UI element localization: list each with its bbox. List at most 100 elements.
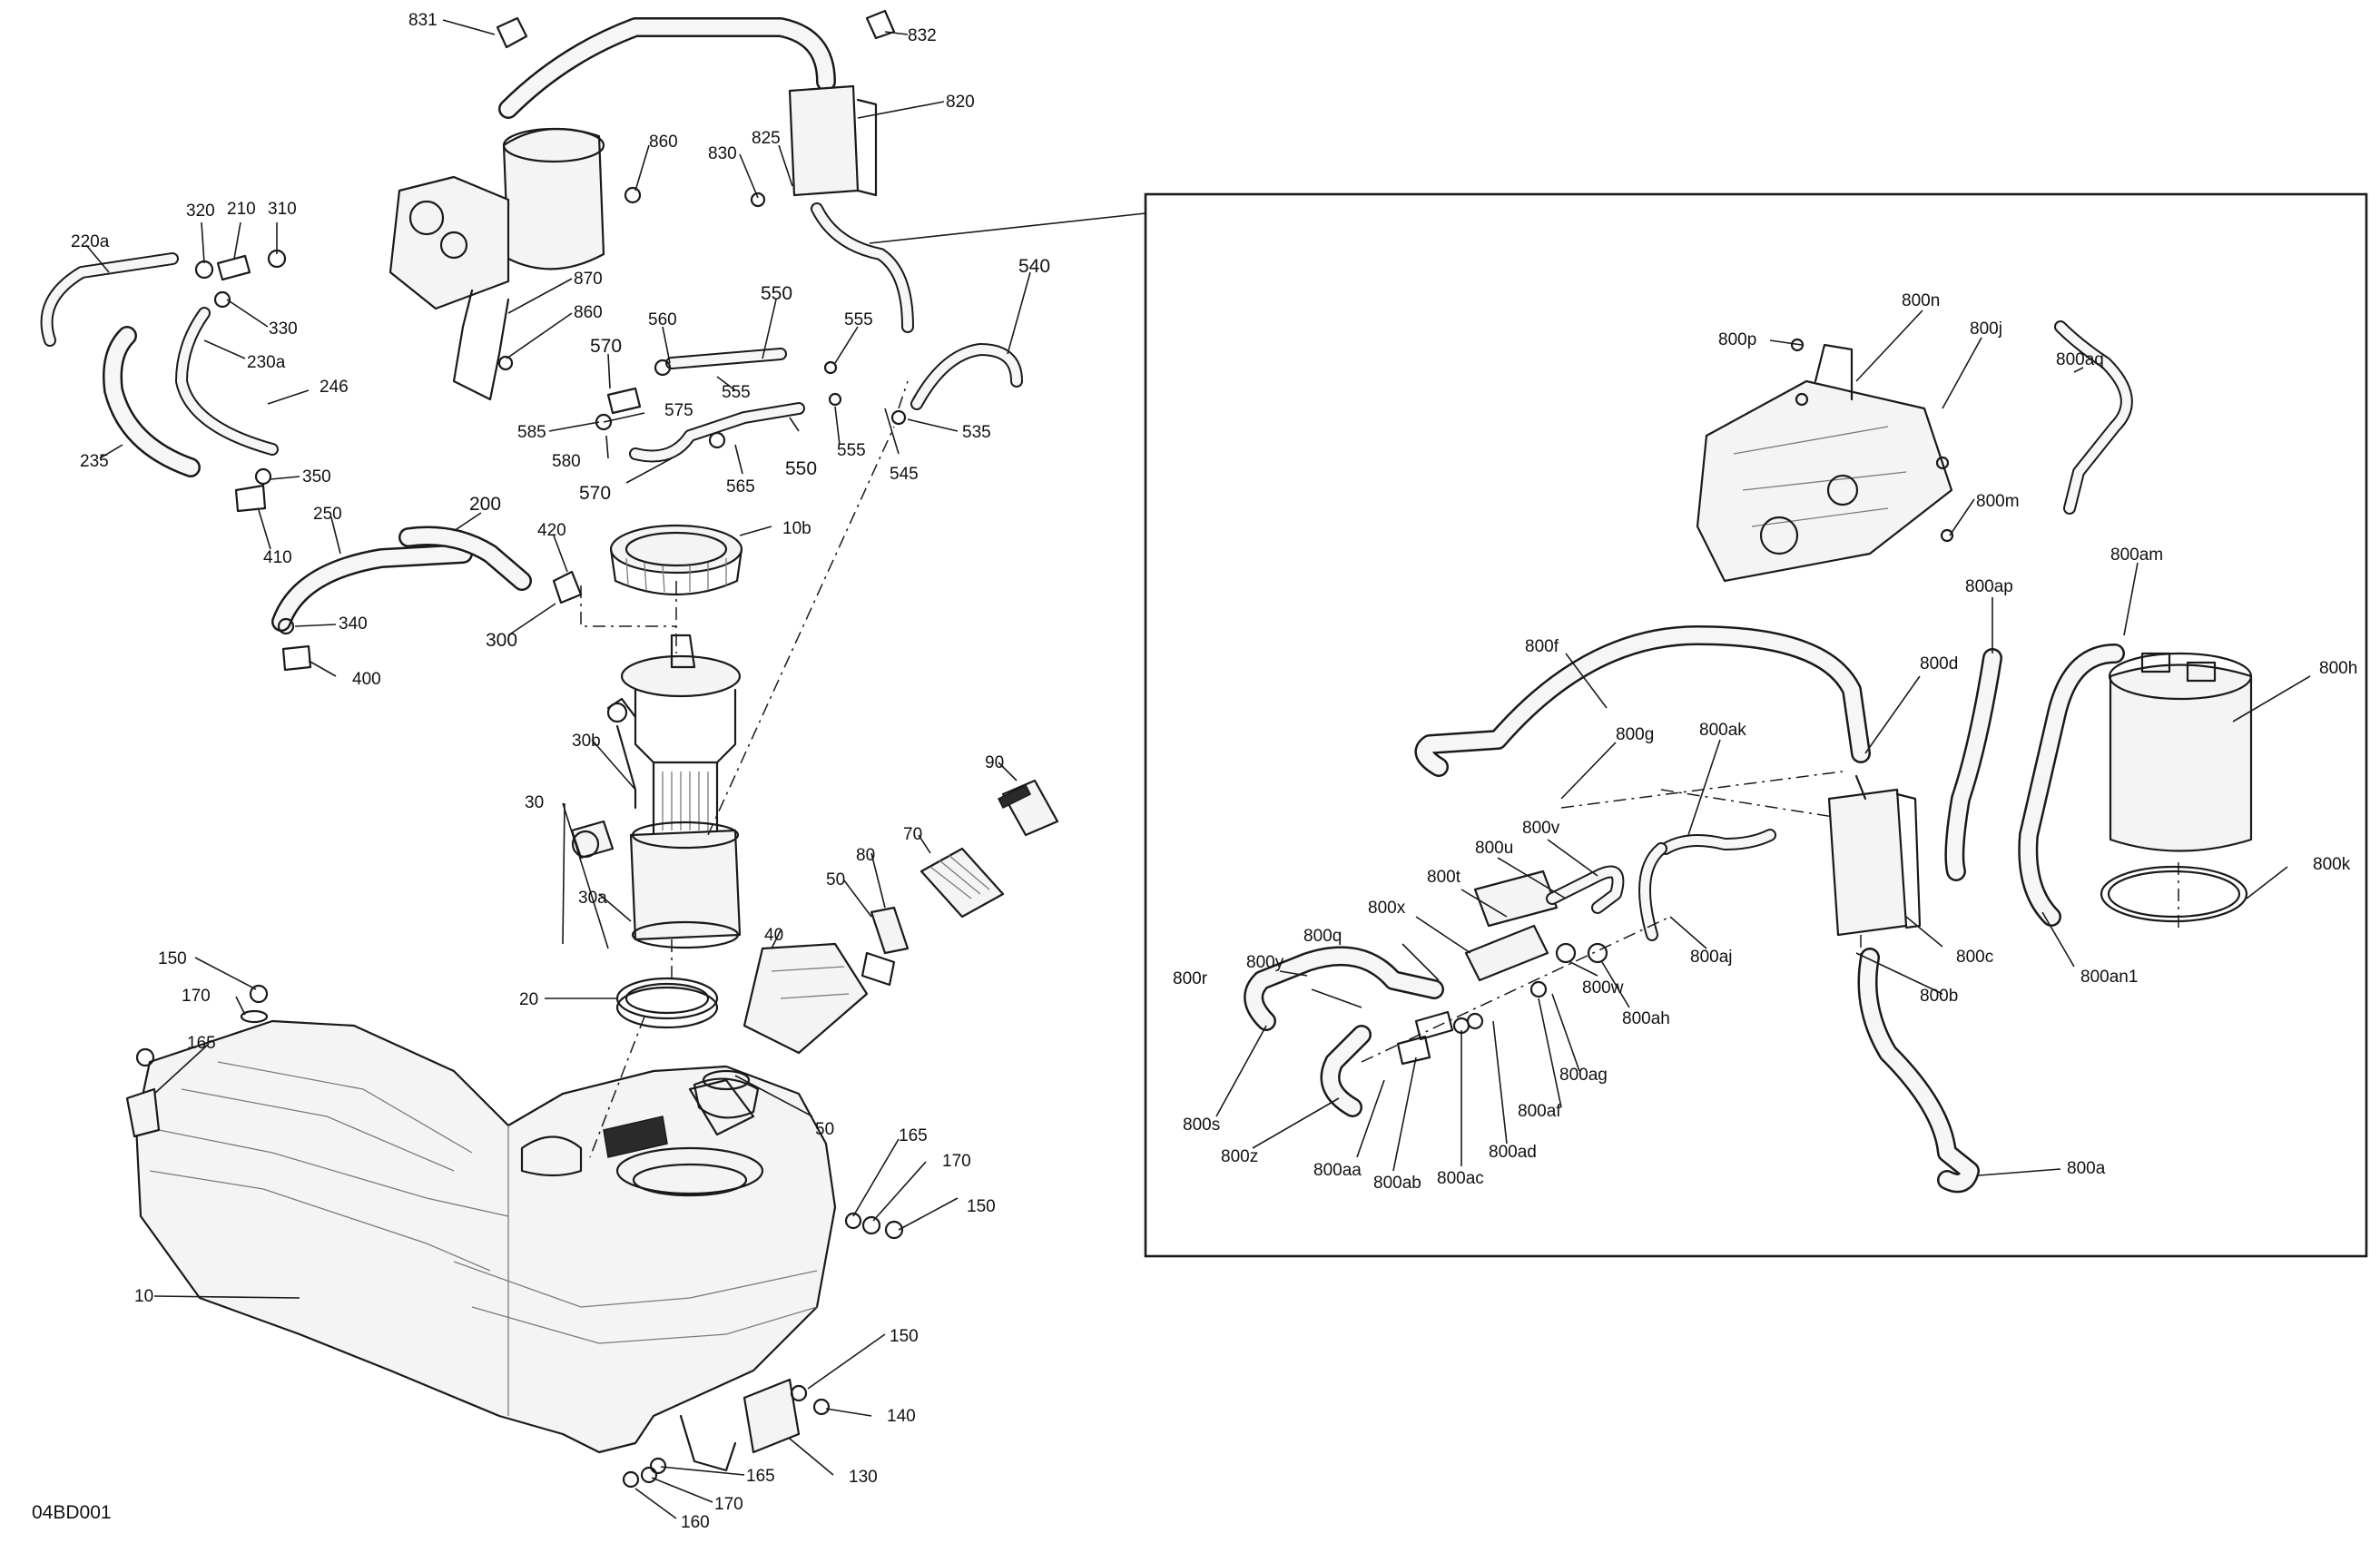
callout-800j: 800j (1970, 319, 2002, 339)
callout-246: 246 (320, 378, 349, 397)
callout-545: 545 (890, 465, 919, 484)
callout-40: 40 (764, 926, 783, 945)
callout-800ab: 800ab (1373, 1174, 1421, 1193)
callout-230a: 230a (247, 353, 286, 372)
callout-580: 580 (552, 452, 581, 471)
callout-550-bottom: 550 (785, 458, 817, 479)
callout-800p: 800p (1718, 330, 1756, 349)
callout-10b: 10b (782, 519, 811, 538)
callout-800c: 800c (1956, 948, 1993, 967)
callout-800z: 800z (1221, 1147, 1258, 1166)
callout-30a: 30a (578, 889, 607, 908)
callout-550-top: 550 (761, 283, 792, 304)
callout-130: 130 (849, 1468, 878, 1487)
callout-220a: 220a (71, 232, 110, 251)
callout-570-bottom: 570 (579, 483, 611, 504)
callout-30b: 30b (572, 732, 601, 751)
document-code: 04BD001 (32, 1502, 112, 1523)
callout-20: 20 (519, 990, 538, 1009)
callout-350: 350 (302, 467, 331, 486)
callout-830: 830 (708, 144, 737, 163)
callout-800h: 800h (2319, 659, 2357, 678)
callout-170-b: 170 (942, 1152, 971, 1171)
callout-800x: 800x (1368, 899, 1406, 918)
leader-lines (85, 19, 2311, 1519)
callout-800ac: 800ac (1437, 1169, 1484, 1188)
lock-ring (609, 524, 743, 596)
callout-832: 832 (908, 26, 937, 45)
callout-310: 310 (268, 200, 297, 219)
callout-80: 80 (856, 846, 875, 865)
callout-150-c: 150 (890, 1327, 919, 1346)
callout-800an1: 800an1 (2080, 968, 2138, 987)
callout-165-c: 165 (746, 1467, 775, 1486)
callout-320: 320 (186, 201, 215, 221)
callout-420: 420 (537, 521, 566, 540)
callout-160: 160 (681, 1513, 710, 1532)
callout-800aa: 800aa (1313, 1161, 1362, 1180)
callout-820: 820 (946, 93, 975, 112)
callout-800q: 800q (1303, 927, 1342, 946)
evap-canister-assembly (388, 9, 914, 401)
callout-870: 870 (574, 270, 603, 289)
callout-800aq: 800aq (2056, 350, 2104, 369)
callout-800u: 800u (1475, 839, 1513, 858)
callout-235: 235 (80, 452, 109, 471)
callout-800r: 800r (1173, 969, 1208, 988)
callout-800d: 800d (1920, 654, 1958, 673)
callout-800af: 800af (1518, 1102, 1561, 1121)
callout-800s: 800s (1183, 1115, 1220, 1135)
detail-fuel-filter-line (1244, 771, 1862, 1117)
filler-neck-assembly (693, 779, 1059, 1119)
callout-800a: 800a (2067, 1159, 2106, 1178)
callout-800am: 800am (2110, 545, 2163, 565)
callout-150-b: 150 (967, 1197, 996, 1216)
callout-410: 410 (263, 548, 292, 567)
callout-575: 575 (664, 401, 693, 420)
callout-560: 560 (648, 310, 677, 329)
fuel-pump-module (570, 634, 742, 949)
callout-200: 200 (469, 494, 501, 515)
callout-825: 825 (752, 129, 781, 148)
left-hoses (40, 249, 583, 672)
callout-565: 565 (726, 477, 755, 496)
callout-800ad: 800ad (1489, 1143, 1537, 1162)
callout-250: 250 (313, 505, 342, 524)
callout-340: 340 (339, 614, 368, 634)
callout-10: 10 (134, 1287, 153, 1306)
callout-585: 585 (517, 423, 546, 442)
mounting-hardware (135, 984, 904, 1489)
callout-800w: 800w (1582, 978, 1624, 998)
callout-140: 140 (887, 1407, 916, 1426)
callout-800y: 800y (1246, 953, 1284, 972)
fuel-tank (125, 1019, 837, 1472)
detail-inset-pointer (869, 212, 1146, 244)
callout-165-b: 165 (899, 1126, 928, 1145)
middle-fuel-lines (595, 343, 1023, 463)
callout-300: 300 (486, 630, 517, 651)
callout-800ap: 800ap (1965, 577, 2013, 596)
callout-800v: 800v (1522, 819, 1560, 838)
callout-800ah: 800ah (1622, 1009, 1670, 1028)
detail-inset-frame (1144, 192, 2368, 1258)
callout-831: 831 (408, 11, 438, 30)
callout-labels: 831 832 820 825 830 860 870 860 320 210 … (71, 11, 2357, 1532)
detail-canister (2100, 652, 2253, 930)
callout-800b: 800b (1920, 987, 1958, 1006)
detail-evap-hoses (1414, 320, 2133, 1194)
callout-570-top: 570 (590, 336, 622, 357)
callout-860-bottom: 860 (574, 303, 603, 322)
callout-800ag: 800ag (1559, 1066, 1608, 1085)
detail-rollover-valve (1827, 774, 1922, 937)
callout-50-top: 50 (826, 870, 845, 889)
callout-555-c: 555 (837, 441, 866, 460)
callout-210: 210 (227, 200, 256, 219)
callout-170-a: 170 (182, 987, 211, 1006)
callout-150-a: 150 (158, 949, 187, 968)
callout-70: 70 (903, 825, 922, 844)
detail-manifold-bracket (1696, 338, 1954, 583)
callout-800m: 800m (1976, 492, 2020, 511)
callout-170-c: 170 (714, 1495, 743, 1514)
tank-seal (615, 977, 719, 1029)
